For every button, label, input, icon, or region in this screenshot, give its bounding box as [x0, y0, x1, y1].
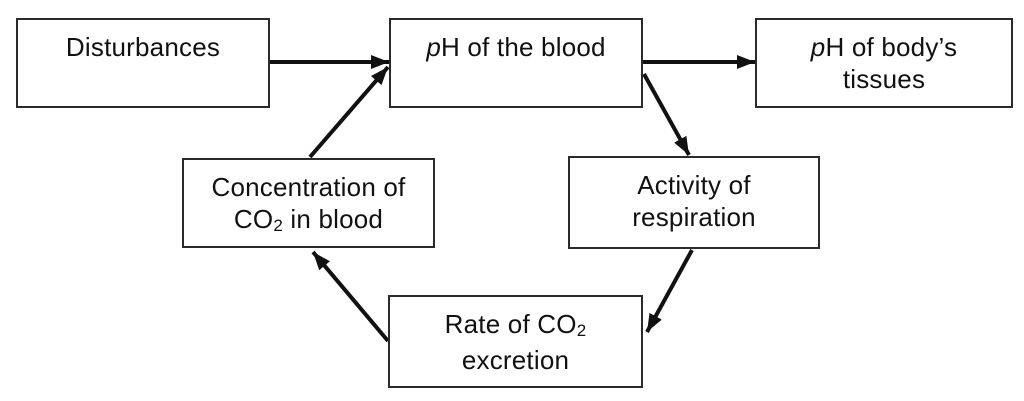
box-concentration-of-co2-in-blood: Concentration of CO2 in blood	[182, 158, 435, 248]
box-concentration-label-line1: Concentration of	[211, 172, 406, 202]
box-activity-of-respiration: Activity of respiration	[568, 156, 820, 249]
arrow-rate-to-concentration	[311, 250, 390, 343]
box-ph-of-bodys-tissues: pH of body’s tissues	[755, 18, 1013, 108]
box-activity-label-line1: Activity of	[637, 170, 751, 200]
arrow-concentration-to-ph-blood	[308, 65, 390, 159]
box-activity-label-line2: respiration	[632, 202, 756, 232]
box-concentration-label-line2: CO2 in blood	[233, 204, 384, 235]
box-disturbances-label: Disturbances	[65, 32, 221, 62]
arrow-ph-blood-to-activity	[642, 73, 691, 156]
box-ph-of-bodys-tissues-label-line2: tissues	[842, 64, 926, 94]
box-ph-of-the-blood-label: pH of the blood	[426, 32, 606, 62]
box-ph-of-the-blood: pH of the blood	[389, 18, 643, 108]
box-rate-of-co2-excretion: Rate of CO2 excretion	[388, 295, 643, 388]
box-rate-label-line2: excretion	[461, 345, 570, 375]
box-disturbances: Disturbances	[16, 18, 270, 108]
arrow-activity-to-rate	[645, 249, 694, 333]
box-rate-label-line1: Rate of CO2	[444, 309, 587, 340]
box-ph-of-bodys-tissues-label-line1: pH of body’s	[810, 32, 958, 62]
